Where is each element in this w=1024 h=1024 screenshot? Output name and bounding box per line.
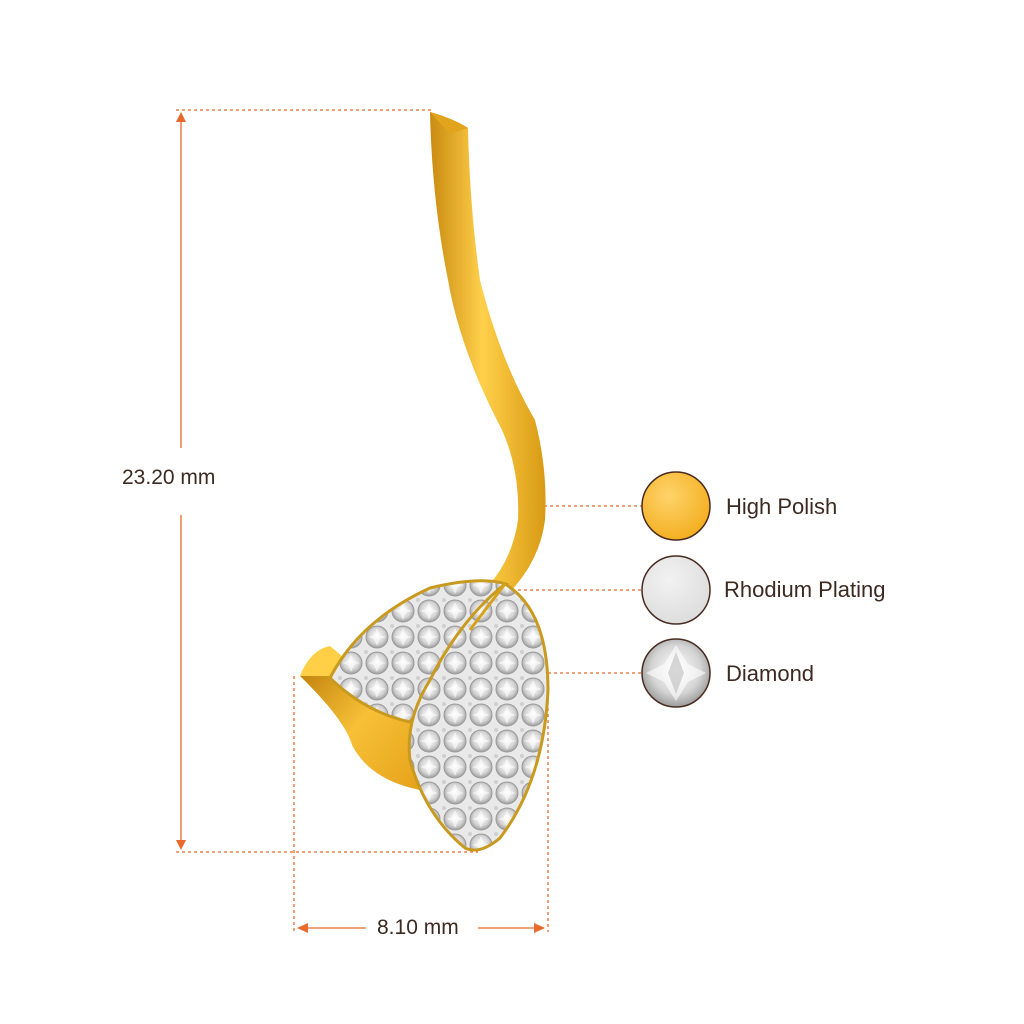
legend-label-diamond: Diamond <box>726 661 815 686</box>
rhodium-swatch <box>641 555 711 625</box>
width-dimension <box>293 672 549 933</box>
legend-label-rhodium-plating: Rhodium Plating <box>724 577 886 602</box>
diamond-swatch <box>641 638 711 708</box>
pendant <box>300 112 550 852</box>
legend-label-high-polish: High Polish <box>726 494 838 519</box>
gold-swatch <box>641 471 711 541</box>
width-label: 8.10 mm <box>377 916 459 939</box>
height-label: 23.20 mm <box>122 466 216 489</box>
legend-leaders <box>470 505 642 674</box>
height-dimension <box>176 109 478 853</box>
